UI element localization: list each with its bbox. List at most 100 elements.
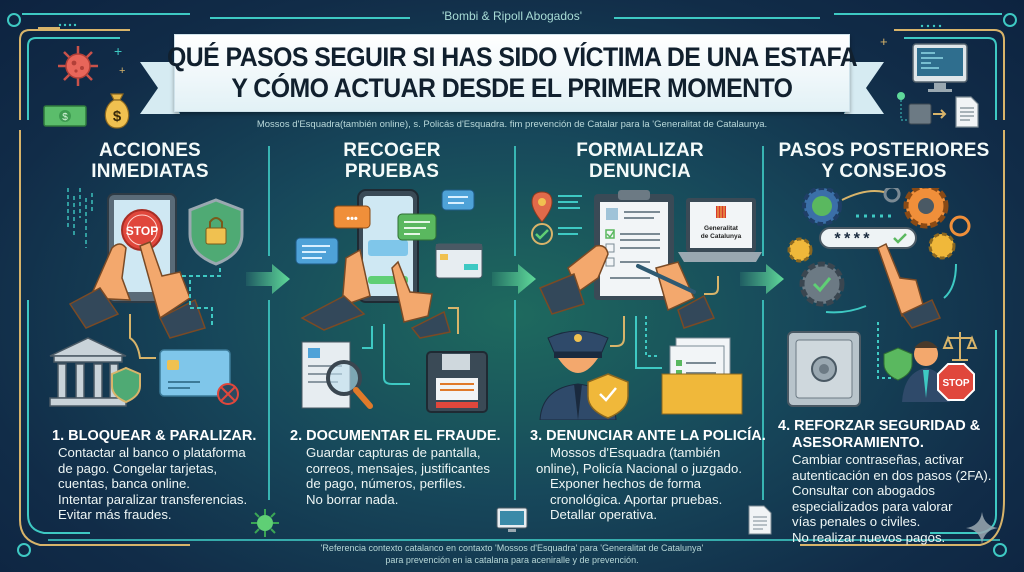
check-circle-icon bbox=[531, 223, 582, 245]
step-line: correos, mensajes, justificantes bbox=[306, 460, 490, 476]
hand-pointer-icon bbox=[877, 242, 942, 329]
footnote: 'Referencia contexto catalanco en contax… bbox=[0, 542, 1024, 566]
svg-text:$: $ bbox=[113, 108, 122, 125]
hands-icon bbox=[538, 244, 716, 329]
column-pasos-posteriores: PASOS POSTERIORES Y CONSEJOS **** bbox=[766, 140, 1002, 545]
sparkle-icon: + bbox=[114, 43, 123, 59]
step-line: Guardar capturas de pantalla, bbox=[306, 445, 481, 460]
blocked-icon bbox=[217, 383, 239, 405]
computer-monitor-icon bbox=[912, 43, 968, 92]
column-heading: RECOGER PRUEBAS bbox=[343, 140, 441, 182]
flow-arrow-icon bbox=[246, 264, 290, 294]
pen-icon bbox=[636, 264, 696, 294]
step-4: 4. REFORZAR SEGURIDAD & ASESORAMIENTO. C… bbox=[778, 418, 1008, 546]
subtitle: Mossos d'Esquadra(también online), s. Po… bbox=[256, 119, 768, 130]
column-recoger-pruebas: RECOGER PRUEBAS ••• bbox=[272, 140, 512, 530]
step-line: No realizar nuevos pagos. bbox=[792, 529, 946, 545]
step-line: cuentas, banca online. bbox=[58, 476, 190, 492]
step-title: 1. BLOQUEAR & PARALIZAR. bbox=[52, 428, 257, 444]
step-3: 3. DENUNCIAR ANTE LA POLICÍA. Mossos d'E… bbox=[530, 428, 770, 523]
credit-card-icon bbox=[159, 349, 231, 397]
virus-icon bbox=[251, 509, 279, 537]
page-title-line-1: QUÉ PASOS SEGUIR SI HAS SIDO VÍCTIMA DE … bbox=[166, 42, 858, 72]
step-line: autenticación en dos pasos (2FA). bbox=[792, 467, 992, 483]
column-formalizar-denuncia: FORMALIZAR DENUNCIA bbox=[518, 140, 766, 530]
step-line: de pago. Congelar tarjetas, bbox=[58, 460, 218, 476]
scales-icon bbox=[942, 332, 978, 361]
step-line: Evitar más fraudes. bbox=[58, 507, 172, 523]
page-title-line-2: Y CÓMO ACTUAR DESDE EL PRIMER MOMENTO bbox=[231, 73, 793, 103]
step-line: de pago, números, perfiles. bbox=[306, 476, 466, 492]
sparkle-icon: + bbox=[880, 34, 888, 49]
step-1: 1. BLOQUEAR & PARALIZAR. Contactar al ba… bbox=[52, 428, 292, 523]
bank-icon bbox=[49, 337, 127, 407]
svg-text:de Catalunya: de Catalunya bbox=[701, 233, 742, 240]
column-divider bbox=[762, 300, 764, 500]
step-line: vías penales o civiles. bbox=[792, 514, 921, 530]
column-divider bbox=[268, 146, 270, 256]
brand-name: 'Bombi & Ripoll Abogados' bbox=[442, 9, 582, 23]
column-divider bbox=[514, 146, 516, 256]
step-line: Exponer hechos de forma bbox=[550, 476, 702, 492]
step-line: Cambiar contraseñas, activar bbox=[792, 452, 964, 467]
column-divider bbox=[268, 300, 270, 500]
svg-text:STOP: STOP bbox=[942, 378, 969, 389]
step-line: Contactar al banco o plataforma bbox=[58, 445, 246, 460]
stop-sign-icon: STOP bbox=[937, 363, 975, 401]
column-heading: FORMALIZAR DENUNCIA bbox=[576, 140, 704, 182]
hands-icon bbox=[300, 248, 451, 339]
svg-text:STOP: STOP bbox=[126, 224, 158, 238]
step-line: cronológica. Aportar pruebas. bbox=[550, 491, 723, 507]
column-acciones-inmediatas: ACCIONES INMEDIATAS STOP bbox=[30, 140, 270, 530]
step-line: online), Policía Nacional o juzgado. bbox=[536, 460, 742, 476]
flow-arrow-icon bbox=[492, 264, 536, 294]
server-transfer-icon bbox=[897, 92, 947, 125]
gears-icon bbox=[787, 188, 971, 307]
title-box: QUÉ PASOS SEGUIR SI HAS SIDO VÍCTIMA DE … bbox=[167, 34, 858, 112]
step-2: 2. DOCUMENTAR EL FRAUDE. Guardar captura… bbox=[290, 428, 520, 507]
step-line: especializados para valorar bbox=[792, 498, 953, 514]
safe-icon bbox=[787, 331, 861, 407]
money-bag-icon: $ bbox=[104, 93, 130, 129]
floppy-disk-icon bbox=[426, 351, 488, 413]
column-heading: ACCIONES INMEDIATAS bbox=[91, 140, 209, 182]
step-line: Intentar paralizar transferencias. bbox=[58, 491, 248, 507]
illustration-block-accounts: STOP bbox=[49, 188, 244, 407]
document-icon bbox=[955, 96, 979, 128]
step-title: 4. REFORZAR SEGURIDAD & bbox=[778, 418, 981, 434]
step-title: 2. DOCUMENTAR EL FRAUDE. bbox=[290, 428, 501, 444]
svg-text:Generalitat: Generalitat bbox=[704, 225, 739, 232]
flow-arrow-icon bbox=[740, 264, 784, 294]
folder-documents-icon bbox=[661, 337, 743, 415]
step-title: 3. DENUNCIAR ANTE LA POLICÍA. bbox=[530, 428, 766, 444]
footnote-line-1: 'Referencia contexto catalanco en contax… bbox=[320, 543, 704, 553]
location-pin-icon bbox=[531, 191, 582, 223]
svg-text:****: **** bbox=[833, 231, 871, 249]
step-line: No borrar nada. bbox=[306, 491, 399, 507]
stop-button-icon: STOP bbox=[121, 209, 163, 251]
illustration-collect-evidence: ••• bbox=[295, 189, 488, 413]
sparkle-star-icon bbox=[966, 512, 998, 544]
step-line: Detallar operativa. bbox=[550, 507, 658, 523]
illustration-file-report: Generalitat de Catalunya bbox=[531, 190, 762, 420]
sparkle-icon: + bbox=[119, 65, 126, 77]
title-banner: QUÉ PASOS SEGUIR SI HAS SIDO VÍCTIMA DE … bbox=[140, 34, 884, 118]
svg-text:•••: ••• bbox=[346, 213, 358, 225]
shield-lock-small-icon bbox=[111, 366, 141, 404]
document-search-icon bbox=[301, 341, 373, 409]
step-line: Mossos d'Esquadra (también bbox=[550, 445, 721, 460]
footnote-line-2: para prevención en ia catalana para acen… bbox=[385, 555, 639, 565]
shield-check-icon bbox=[883, 347, 913, 381]
code-rain-icon bbox=[67, 188, 93, 248]
illustration-security-advice: **** STOP bbox=[787, 188, 978, 407]
chat-bubble-icon: ••• bbox=[295, 189, 475, 265]
hands-icon bbox=[68, 241, 206, 339]
computer-monitor-icon bbox=[496, 507, 528, 532]
laptop-icon: Generalitat de Catalunya bbox=[678, 198, 762, 262]
banknote-icon: $ bbox=[43, 105, 87, 127]
shield-lock-icon bbox=[188, 198, 244, 266]
column-heading: PASOS POSTERIORES Y CONSEJOS bbox=[778, 140, 990, 182]
document-icon bbox=[748, 505, 772, 535]
svg-text:$: $ bbox=[62, 112, 68, 123]
browser-window-icon bbox=[435, 243, 483, 279]
